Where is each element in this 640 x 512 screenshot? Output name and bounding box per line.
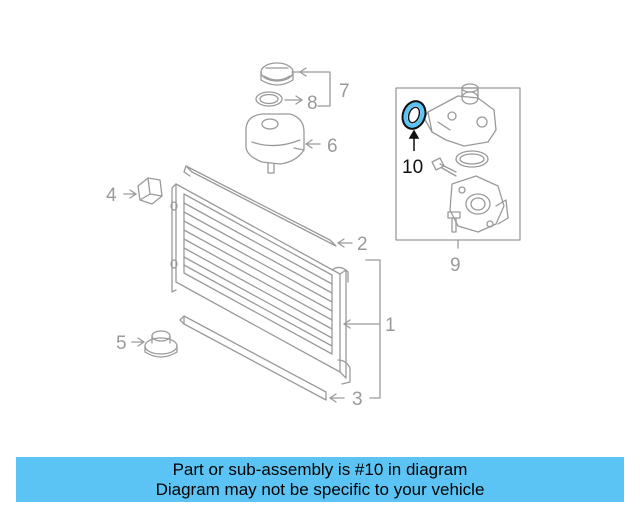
callout-8: 8 <box>307 93 318 114</box>
small-bolt-part[interactable] <box>447 211 461 233</box>
rubber-mount-part[interactable] <box>144 330 178 358</box>
bolt-part[interactable] <box>431 157 457 177</box>
expansion-reservoir-part[interactable] <box>245 113 305 174</box>
callout-10-arrow <box>408 129 420 151</box>
lower-seal-strip-part[interactable] <box>179 315 327 401</box>
seal-ring-highlighted-part[interactable] <box>399 98 429 132</box>
callout-3: 3 <box>352 389 363 410</box>
callout-4: 4 <box>106 185 117 206</box>
reservoir-cap-part[interactable] <box>260 62 294 86</box>
mount-bracket-part[interactable] <box>137 177 163 205</box>
callout-9: 9 <box>450 255 461 276</box>
thermostat-housing-part[interactable] <box>449 175 509 233</box>
callout-6: 6 <box>327 136 338 157</box>
callout-leaders <box>123 67 381 403</box>
gasket-part[interactable] <box>455 150 489 168</box>
water-pump-housing-part[interactable] <box>423 83 497 147</box>
parts-diagram: 7 8 6 4 2 1 5 3 9 10 <box>106 62 521 410</box>
upper-seal-strip-part[interactable] <box>183 165 337 247</box>
callout-1: 1 <box>385 315 396 336</box>
callout-10: 10 <box>402 157 423 178</box>
info-banner: Part or sub-assembly is #10 in diagram D… <box>16 457 624 502</box>
water-pump-group-box <box>395 87 521 249</box>
callout-5: 5 <box>116 333 127 354</box>
radiator-part[interactable] <box>170 183 351 385</box>
callout-7: 7 <box>339 81 350 102</box>
banner-line-2: Diagram may not be specific to your vehi… <box>155 479 485 499</box>
o-ring-8-part[interactable] <box>255 91 283 107</box>
banner-line-1: Part or sub-assembly is #10 in diagram <box>172 459 468 479</box>
callout-2: 2 <box>357 234 368 255</box>
